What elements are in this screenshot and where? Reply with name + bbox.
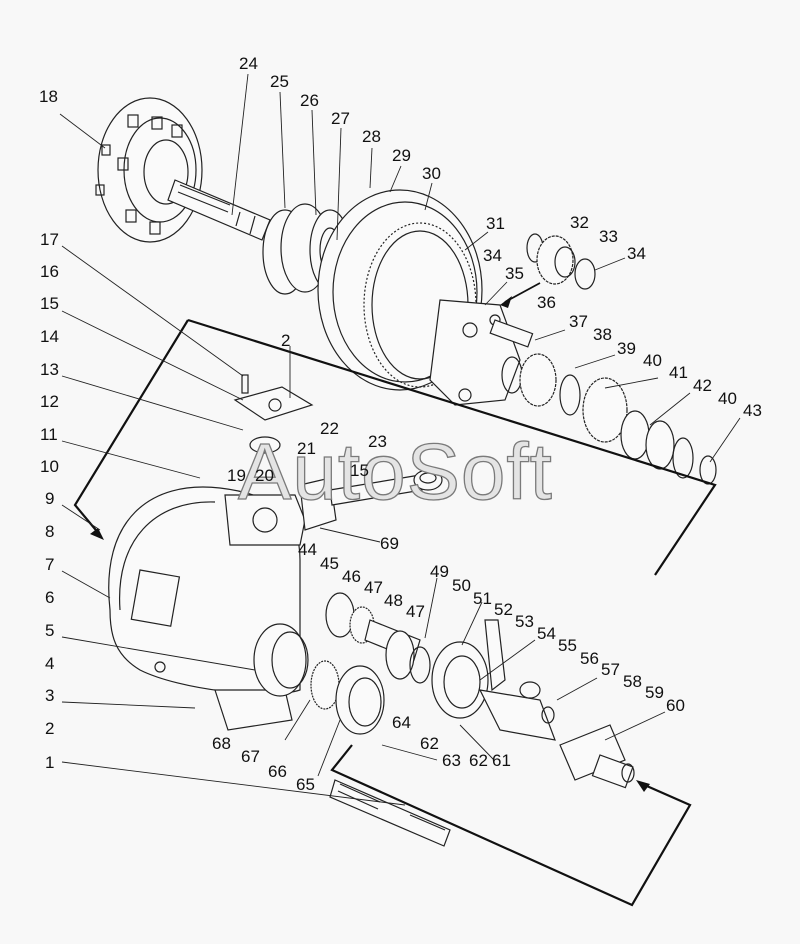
callout-49: 49 xyxy=(430,562,449,581)
callout-34: 34 xyxy=(627,244,646,263)
callout-50: 50 xyxy=(452,576,471,595)
callout-30: 30 xyxy=(422,164,441,183)
callout-25: 25 xyxy=(270,72,289,91)
callout-43: 43 xyxy=(743,401,762,420)
splined-shaft xyxy=(329,779,451,847)
callout-53: 53 xyxy=(515,612,534,631)
callout-21: 21 xyxy=(297,439,316,458)
callout-22: 22 xyxy=(320,419,339,438)
callout-44: 44 xyxy=(298,540,317,559)
callout-61: 61 xyxy=(492,751,511,770)
callout-46: 46 xyxy=(342,567,361,586)
callout-2: 2 xyxy=(281,331,291,350)
callout-67: 67 xyxy=(241,747,260,766)
arrow-icon xyxy=(90,528,104,540)
callout-62: 62 xyxy=(469,751,488,770)
callout-23: 23 xyxy=(368,432,387,451)
callout-35: 35 xyxy=(505,264,524,283)
callout-5: 5 xyxy=(45,621,55,640)
callout-16: 16 xyxy=(40,262,59,281)
callout-2: 2 xyxy=(45,719,55,738)
callout-10: 10 xyxy=(40,457,59,476)
callout-69: 69 xyxy=(380,534,399,553)
callout-38: 38 xyxy=(593,325,612,344)
callout-18: 18 xyxy=(39,87,58,106)
callout-33: 33 xyxy=(599,227,618,246)
callout-68: 68 xyxy=(212,734,231,753)
callout-40: 40 xyxy=(718,389,737,408)
callout-39: 39 xyxy=(617,339,636,358)
axle-shaft xyxy=(167,179,271,241)
callout-56: 56 xyxy=(580,649,599,668)
callout-11: 11 xyxy=(40,425,58,444)
callout-24: 24 xyxy=(239,54,258,73)
callout-15: 15 xyxy=(350,461,369,480)
parts-drawing xyxy=(95,97,717,847)
callout-41: 41 xyxy=(669,363,688,382)
callout-12: 12 xyxy=(40,392,59,411)
direction-arrow-line xyxy=(504,282,541,303)
callout-28: 28 xyxy=(362,127,381,146)
callout-51: 51 xyxy=(473,589,492,608)
callout-1: 1 xyxy=(45,753,55,772)
callout-31: 31 xyxy=(486,214,505,233)
callout-54: 54 xyxy=(537,624,556,643)
output-shaft-assembly xyxy=(253,592,506,735)
callout-4: 4 xyxy=(45,654,55,673)
callout-14: 14 xyxy=(40,327,59,346)
callout-52: 52 xyxy=(494,600,513,619)
planet-carrier xyxy=(429,299,534,406)
callout-7: 7 xyxy=(45,555,55,574)
callout-29: 29 xyxy=(392,146,411,165)
callout-27: 27 xyxy=(331,109,350,128)
main-housing xyxy=(108,486,306,731)
callout-62: 62 xyxy=(420,734,439,753)
callout-63: 63 xyxy=(442,751,461,770)
leader-lines xyxy=(59,73,741,806)
callout-3: 3 xyxy=(45,686,55,705)
callout-15: 15 xyxy=(40,294,59,313)
callout-58: 58 xyxy=(623,672,642,691)
callout-55: 55 xyxy=(558,636,577,655)
callout-57: 57 xyxy=(601,660,620,679)
watermark: AutoSoft xyxy=(237,427,553,516)
cover-plate xyxy=(233,374,314,454)
arrow-icon xyxy=(636,780,650,792)
steering-arm xyxy=(299,469,443,531)
gear-stack xyxy=(501,353,717,485)
callout-19: 19 xyxy=(227,466,246,485)
callout-60: 60 xyxy=(666,696,685,715)
callout-26: 26 xyxy=(300,91,319,110)
callout-34: 34 xyxy=(483,246,502,265)
hub-flange xyxy=(95,97,203,243)
callout-64: 64 xyxy=(392,713,411,732)
callout-47: 47 xyxy=(406,602,425,621)
callout-59: 59 xyxy=(645,683,664,702)
callout-8: 8 xyxy=(45,522,55,541)
callout-48: 48 xyxy=(384,591,403,610)
callout-13: 13 xyxy=(40,360,59,379)
upper-bracket-line xyxy=(187,318,717,576)
callout-36: 36 xyxy=(537,293,556,312)
callout-45: 45 xyxy=(320,554,339,573)
callout-65: 65 xyxy=(296,775,315,794)
callout-6: 6 xyxy=(45,588,55,607)
small-gear xyxy=(526,233,596,290)
callout-42: 42 xyxy=(693,376,712,395)
callout-40: 40 xyxy=(643,351,662,370)
callout-66: 66 xyxy=(268,762,287,781)
callout-9: 9 xyxy=(45,489,55,508)
lower-bracket-line xyxy=(330,744,692,907)
callout-47: 47 xyxy=(364,578,383,597)
callout-32: 32 xyxy=(570,213,589,232)
callout-37: 37 xyxy=(569,312,588,331)
callout-20: 20 xyxy=(255,466,274,485)
callout-17: 17 xyxy=(40,230,59,249)
universal-joint xyxy=(478,681,635,789)
